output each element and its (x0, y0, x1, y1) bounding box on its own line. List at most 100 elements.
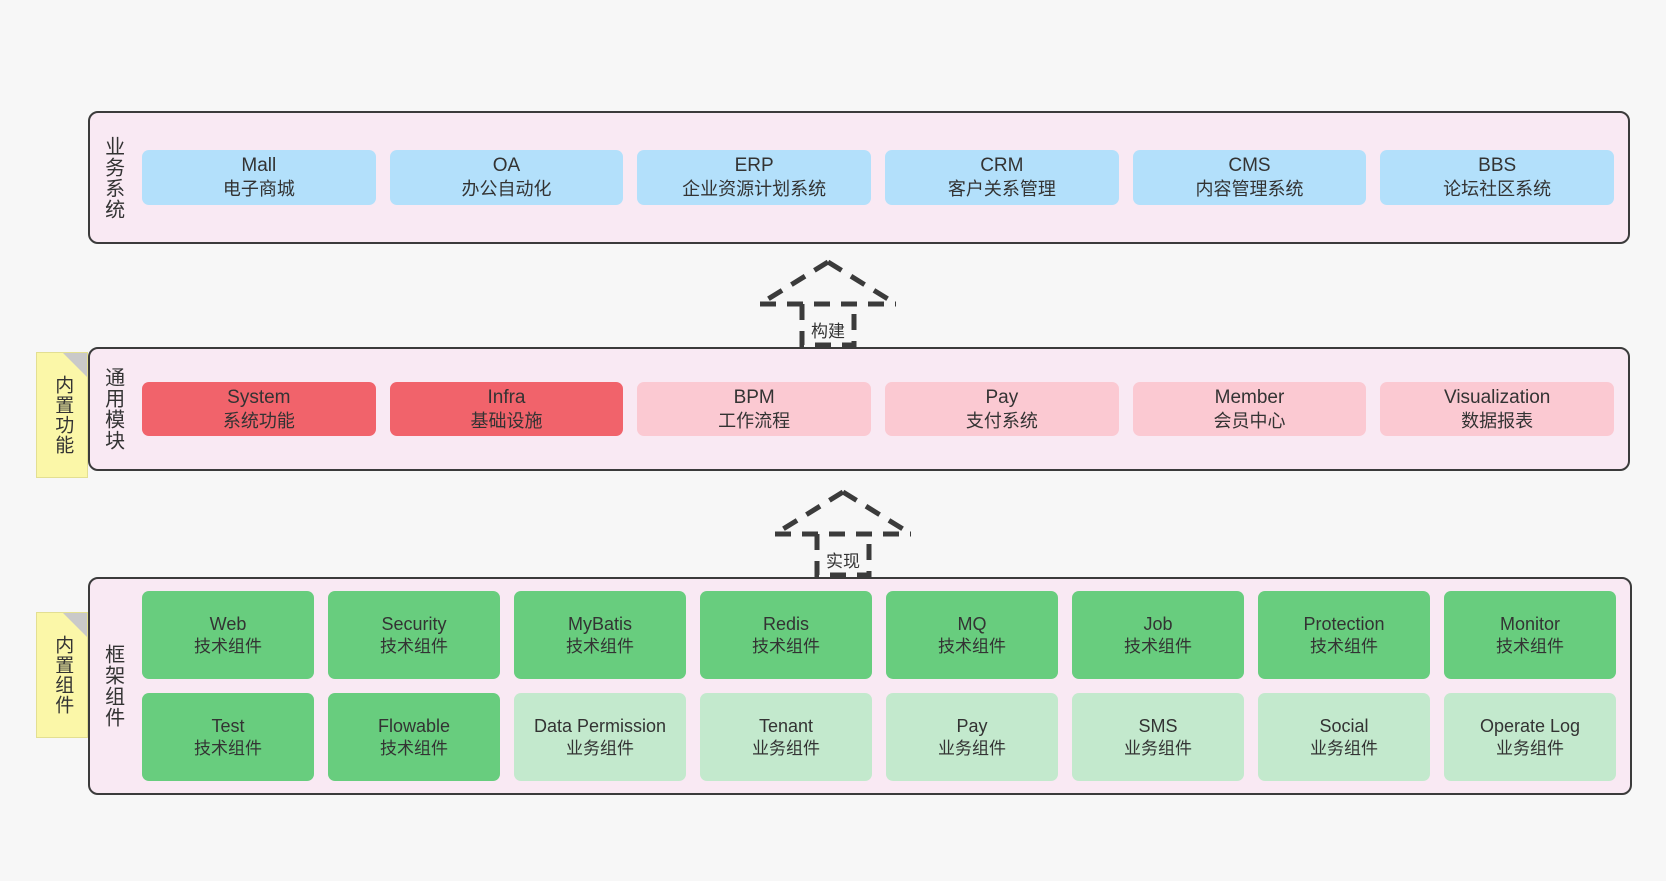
cell-bbs[interactable]: BBS 论坛社区系统 (1380, 150, 1614, 205)
cell-subtitle: 系统功能 (222, 410, 295, 431)
cell-subtitle: 企业资源计划系统 (682, 179, 827, 200)
cell-subtitle: 数据报表 (1461, 410, 1534, 431)
cell-tenant[interactable]: Tenant 业务组件 (700, 693, 872, 781)
cell-subtitle: 业务组件 (1124, 738, 1192, 758)
cell-subtitle: 电子商城 (222, 179, 295, 200)
cell-mq[interactable]: MQ 技术组件 (886, 591, 1058, 679)
cell-subtitle: 技术组件 (1496, 636, 1564, 656)
layer-caption-business-systems: 业务系统 (101, 135, 124, 220)
generalization-arrow-icon (758, 259, 898, 348)
sticky-note-builtin-features: 内置功能 (36, 352, 88, 478)
connector-build-label: 构建 (811, 322, 845, 341)
cell-pay-component[interactable]: Pay 业务组件 (886, 693, 1058, 781)
cell-title: Monitor (1499, 614, 1561, 635)
layer-caption-common-modules: 通用模块 (101, 367, 124, 451)
common-modules-cell-grid: System 系统功能 Infra 基础设施 BPM 工作流程 Pay 支付系统… (134, 349, 1628, 469)
cell-title: System (227, 386, 291, 408)
cell-subtitle: 技术组件 (566, 636, 634, 656)
cell-subtitle: 业务组件 (752, 738, 820, 758)
cell-oa[interactable]: OA 办公自动化 (389, 150, 624, 205)
cell-title: Visualization (1444, 386, 1551, 408)
cell-title: Test (211, 716, 245, 737)
cell-title: MyBatis (567, 614, 632, 635)
sticky-note-label: 内置功能 (52, 375, 74, 455)
cell-title: Infra (487, 386, 526, 408)
layer-framework-components: 框架组件 Web 技术组件 Security 技术组件 MyBatis 技术组件… (88, 577, 1632, 795)
cell-title: CRM (980, 155, 1024, 177)
cell-title: Redis (762, 614, 810, 635)
cell-title: Pay (956, 716, 988, 737)
cell-subtitle: 办公自动化 (461, 179, 552, 200)
cell-mybatis[interactable]: MyBatis 技术组件 (514, 591, 686, 679)
cell-member[interactable]: Member 会员中心 (1132, 381, 1367, 437)
business-systems-cell-grid: Mall 电子商城 OA 办公自动化 ERP 企业资源计划系统 CRM 客户关系… (134, 113, 1628, 242)
cell-subtitle: 内容管理系统 (1195, 179, 1304, 200)
cell-erp[interactable]: ERP 企业资源计划系统 (637, 150, 871, 205)
cell-redis[interactable]: Redis 技术组件 (700, 591, 872, 679)
cell-title: Protection (1303, 614, 1385, 635)
cell-flowable[interactable]: Flowable 技术组件 (328, 693, 500, 781)
cell-title: Operate Log (1479, 716, 1581, 737)
generalization-arrow-icon (773, 489, 913, 578)
cell-subtitle: 技术组件 (194, 738, 262, 758)
connector-build: 构建 (753, 258, 903, 348)
cell-title: Data Permission (533, 716, 667, 737)
cell-protection[interactable]: Protection 技术组件 (1258, 591, 1430, 679)
cell-test[interactable]: Test 技术组件 (142, 693, 314, 781)
sticky-note-builtin-components: 内置组件 (36, 612, 88, 738)
layer-common-modules: 通用模块 System 系统功能 Infra 基础设施 BPM 工作流程 Pay… (88, 347, 1630, 471)
cell-cms[interactable]: CMS 内容管理系统 (1132, 150, 1367, 205)
cell-subtitle: 工作流程 (718, 410, 791, 431)
layer-business-systems: 业务系统 Mall 电子商城 OA 办公自动化 ERP 企业资源计划系统 CRM… (88, 111, 1630, 244)
cell-title: BBS (1478, 155, 1517, 177)
cell-sms[interactable]: SMS 业务组件 (1072, 693, 1244, 781)
cell-title: Flowable (377, 716, 451, 737)
cell-subtitle: 技术组件 (1310, 636, 1378, 656)
cell-title: OA (492, 155, 521, 177)
cell-title: Social (1319, 716, 1369, 737)
cell-system[interactable]: System 系统功能 (142, 381, 376, 437)
cell-subtitle: 技术组件 (380, 738, 448, 758)
cell-title: Tenant (758, 716, 814, 737)
cell-data-permission[interactable]: Data Permission 业务组件 (514, 693, 686, 781)
cell-title: CMS (1228, 155, 1271, 177)
cell-title: Security (381, 614, 447, 635)
cell-mall[interactable]: Mall 电子商城 (142, 150, 376, 205)
cell-title: SMS (1138, 716, 1178, 737)
cell-title: BPM (733, 386, 775, 408)
cell-subtitle: 业务组件 (1496, 738, 1564, 758)
cell-title: ERP (734, 155, 774, 177)
cell-security[interactable]: Security 技术组件 (328, 591, 500, 679)
cell-infra[interactable]: Infra 基础设施 (389, 381, 624, 437)
cell-job[interactable]: Job 技术组件 (1072, 591, 1244, 679)
connector-realize-label: 实现 (826, 552, 860, 571)
cell-subtitle: 技术组件 (752, 636, 820, 656)
cell-subtitle: 技术组件 (194, 636, 262, 656)
cell-subtitle: 技术组件 (938, 636, 1006, 656)
cell-title: Job (1143, 614, 1173, 635)
cell-web[interactable]: Web 技术组件 (142, 591, 314, 679)
cell-title: Web (209, 614, 247, 635)
cell-subtitle: 客户关系管理 (947, 179, 1056, 200)
cell-bpm[interactable]: BPM 工作流程 (637, 381, 871, 437)
cell-monitor[interactable]: Monitor 技术组件 (1444, 591, 1616, 679)
cell-operate-log[interactable]: Operate Log 业务组件 (1444, 693, 1616, 781)
cell-subtitle: 技术组件 (380, 636, 448, 656)
cell-title: Member (1214, 386, 1285, 408)
cell-title: Pay (985, 386, 1019, 408)
cell-subtitle: 业务组件 (1310, 738, 1378, 758)
cell-subtitle: 论坛社区系统 (1443, 179, 1552, 200)
cell-crm[interactable]: CRM 客户关系管理 (885, 150, 1119, 205)
connector-realize: 实现 (768, 488, 918, 578)
cell-social[interactable]: Social 业务组件 (1258, 693, 1430, 781)
cell-pay-module[interactable]: Pay 支付系统 (885, 381, 1119, 437)
sticky-note-label: 内置组件 (52, 635, 74, 715)
framework-components-cell-grid: Web 技术组件 Security 技术组件 MyBatis 技术组件 Redi… (134, 579, 1630, 793)
cell-subtitle: 会员中心 (1213, 410, 1286, 431)
cell-visualization[interactable]: Visualization 数据报表 (1380, 381, 1614, 437)
cell-title: MQ (957, 614, 987, 635)
cell-subtitle: 业务组件 (938, 738, 1006, 758)
layer-caption-framework-components: 框架组件 (101, 644, 124, 728)
cell-subtitle: 基础设施 (470, 410, 543, 431)
cell-subtitle: 技术组件 (1124, 636, 1192, 656)
